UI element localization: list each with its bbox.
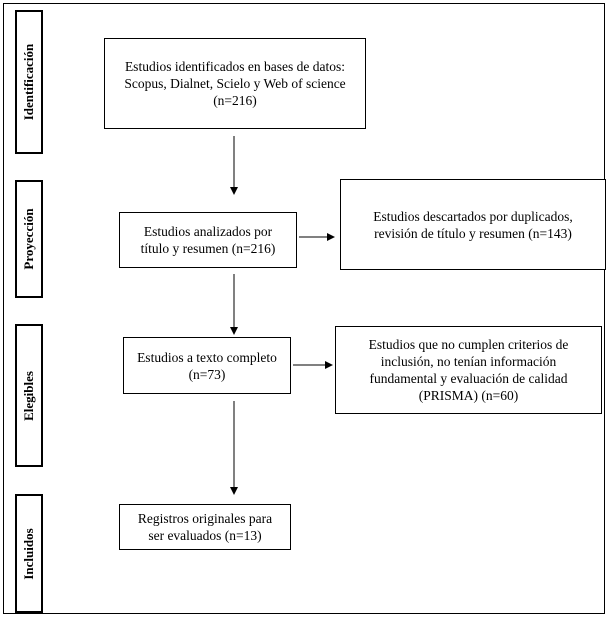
excluded-studies-text: Estudios que no cumplen criterios de inc… — [368, 337, 569, 403]
stage-proyeccion: Proyección — [15, 180, 43, 298]
included-studies-text: Registros originales para ser evaluados … — [137, 511, 273, 543]
stage-incluidos: Incluidos — [15, 494, 43, 613]
stage-elegibles: Elegibles — [15, 324, 43, 467]
identified-studies-text: Estudios identificados en bases de datos… — [124, 59, 346, 108]
discarded-studies-text: Estudios descartados por duplicados, rev… — [373, 208, 573, 241]
flow-arrows — [230, 136, 335, 495]
fulltext-studies-text: Estudios a texto completo (n=73) — [137, 349, 277, 382]
fulltext-studies-box: Estudios a texto completo (n=73) — [123, 337, 291, 394]
identified-studies-box: Estudios identificados en bases de datos… — [104, 38, 366, 129]
stage-identificacion: Identificación — [15, 10, 43, 154]
included-studies-box: Registros originales para ser evaluados … — [119, 504, 291, 550]
screened-studies-box: Estudios analizados por título y resumen… — [119, 212, 297, 268]
screened-studies-text: Estudios analizados por título y resumen… — [140, 224, 276, 256]
discarded-studies-box: Estudios descartados por duplicados, rev… — [340, 179, 606, 270]
prisma-flow-diagram: Identificación Proyección Elegibles Incl… — [3, 3, 606, 614]
excluded-studies-box: Estudios que no cumplen criterios de inc… — [335, 326, 602, 414]
